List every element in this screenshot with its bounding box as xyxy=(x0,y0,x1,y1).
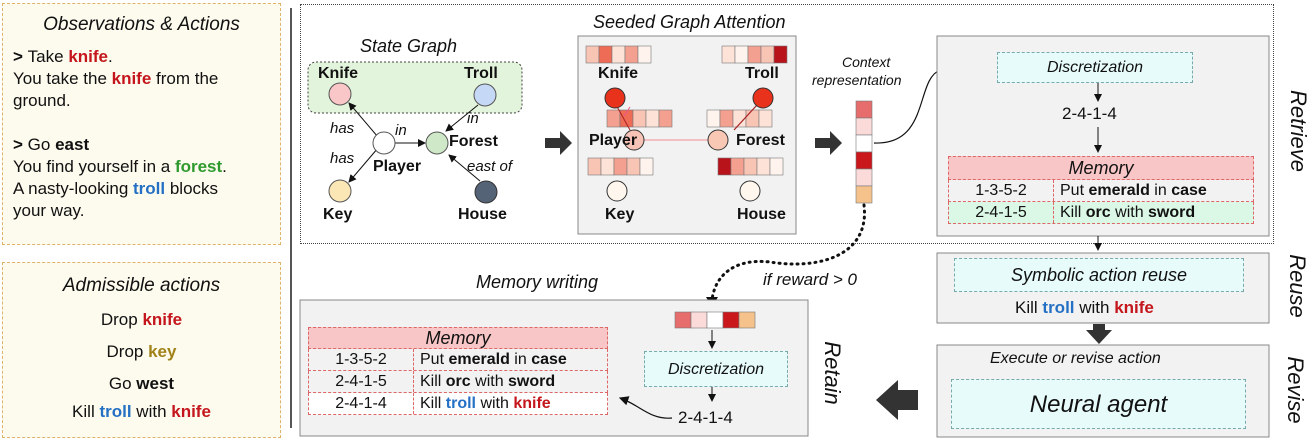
edge-house-forest xyxy=(448,154,481,182)
heat-bar-player xyxy=(606,109,673,128)
sg-edge-has-2: has xyxy=(330,150,355,167)
retrieve-code: 2-4-1-4 xyxy=(1062,104,1117,123)
retain-memory-row: 2-4-1-4 Kill troll with knife xyxy=(308,393,608,415)
heat-bar-knife xyxy=(585,45,652,64)
att-label-knife: Knife xyxy=(598,65,638,82)
observations-text: > Take knife. You take the knife from th… xyxy=(13,47,227,220)
retrieve-memory-title: Memory xyxy=(948,156,1254,180)
arrow-revise-to-retain xyxy=(876,380,918,420)
retrieve-discretization: Discretization xyxy=(997,52,1193,83)
edge-player-key xyxy=(348,147,379,183)
reuse-action: Kill troll with knife xyxy=(1015,298,1154,317)
sg-label-forest: Forest xyxy=(449,133,498,150)
att-label-forest: Forest xyxy=(736,132,785,149)
retrieve-region xyxy=(300,4,1274,244)
sg-label-troll: Troll xyxy=(464,65,498,82)
retain-memory-row: 2-4-1-5 Kill orc with sword xyxy=(308,371,608,393)
att-node-player xyxy=(623,129,645,151)
retain-vector xyxy=(674,311,756,329)
arrow-code-to-memory-row xyxy=(618,396,673,419)
revise-title: Execute or revise action xyxy=(990,350,1161,367)
heat-bar-key xyxy=(587,157,654,176)
node-forest xyxy=(425,131,449,155)
reward-condition: if reward > 0 xyxy=(763,270,858,289)
state-graph-highlight xyxy=(307,61,523,114)
sg-edge-in-2: in xyxy=(467,110,479,127)
admissible-action-4: Kill troll with knife xyxy=(72,402,211,421)
retain-code: 2-4-1-4 xyxy=(678,408,733,427)
node-player xyxy=(372,131,396,155)
admissible-actions-panel: Admissible actions Drop knife Drop key G… xyxy=(2,262,281,438)
retain-memory-table: Memory 1-3-5-2 Put emerald in case 2-4-1… xyxy=(308,327,608,415)
admissible-action-3: Go west xyxy=(108,374,175,393)
sg-edge-has-1: has xyxy=(330,120,355,137)
admissible-action-2: Drop key xyxy=(106,342,177,361)
node-key xyxy=(328,179,352,203)
retain-discretization: Discretization xyxy=(644,351,788,387)
context-vector xyxy=(855,100,873,204)
att-node-troll xyxy=(752,87,774,109)
separator-line xyxy=(290,8,292,428)
node-knife xyxy=(328,82,352,106)
att-label-player: Player xyxy=(589,132,638,149)
context-label-2: representation xyxy=(812,72,902,88)
memory-writing-title: Memory writing xyxy=(476,272,599,292)
sg-label-knife: Knife xyxy=(318,65,358,82)
retrieve-memory-row: 1-3-5-2 Put emerald in case xyxy=(948,180,1254,202)
context-label-1: Context xyxy=(842,54,891,70)
edge-player-knife xyxy=(348,102,379,138)
sg-label-player: Player xyxy=(373,158,422,175)
att-node-key xyxy=(606,180,628,202)
arrow-attention-to-context xyxy=(815,131,842,155)
heat-bar-house xyxy=(717,157,784,176)
node-troll xyxy=(473,83,497,107)
edge-troll-forest xyxy=(445,104,479,132)
retrieve-memory-row: 2-4-1-5 Kill orc with sword xyxy=(948,202,1254,224)
sg-edge-east-of: east of xyxy=(467,158,513,175)
sg-label-key: Key xyxy=(323,206,353,223)
arrow-graph-to-attention xyxy=(545,131,572,155)
retain-memory-title: Memory xyxy=(308,327,608,349)
phase-retrieve: Retrieve xyxy=(1286,90,1307,172)
heat-bar-troll xyxy=(721,45,788,64)
arrow-reuse-to-revise xyxy=(1086,324,1112,344)
observations-title: Observations & Actions xyxy=(43,14,240,35)
attention-title: Seeded Graph Attention xyxy=(593,12,786,32)
att-edge-1 xyxy=(623,106,631,117)
retain-memory-row: 1-3-5-2 Put emerald in case xyxy=(308,349,608,371)
state-graph-title: State Graph xyxy=(360,36,458,56)
neural-agent-box: Neural agent xyxy=(951,379,1246,429)
att-label-troll: Troll xyxy=(745,65,779,82)
att-node-knife xyxy=(604,87,626,109)
att-label-key: Key xyxy=(605,206,635,223)
phase-revise: Revise xyxy=(1283,356,1307,424)
observations-panel: Observations & Actions > Take knife. You… xyxy=(2,3,281,245)
phase-retain: Retain xyxy=(820,341,845,405)
reuse-title: Symbolic action reuse xyxy=(954,258,1244,292)
sg-label-house: House xyxy=(458,206,507,223)
admissible-action-1: Drop knife xyxy=(100,310,183,329)
node-house xyxy=(474,180,498,204)
att-edge-troll-forest xyxy=(733,104,758,131)
att-node-house xyxy=(739,180,761,202)
phase-reuse: Reuse xyxy=(1285,254,1307,318)
att-label-house: House xyxy=(737,206,786,223)
retrieve-memory-table: Memory 1-3-5-2 Put emerald in case 2-4-1… xyxy=(948,156,1254,224)
att-node-forest xyxy=(707,129,729,151)
sg-edge-in-1: in xyxy=(395,122,407,139)
admissible-title: Admissible actions xyxy=(62,275,221,296)
